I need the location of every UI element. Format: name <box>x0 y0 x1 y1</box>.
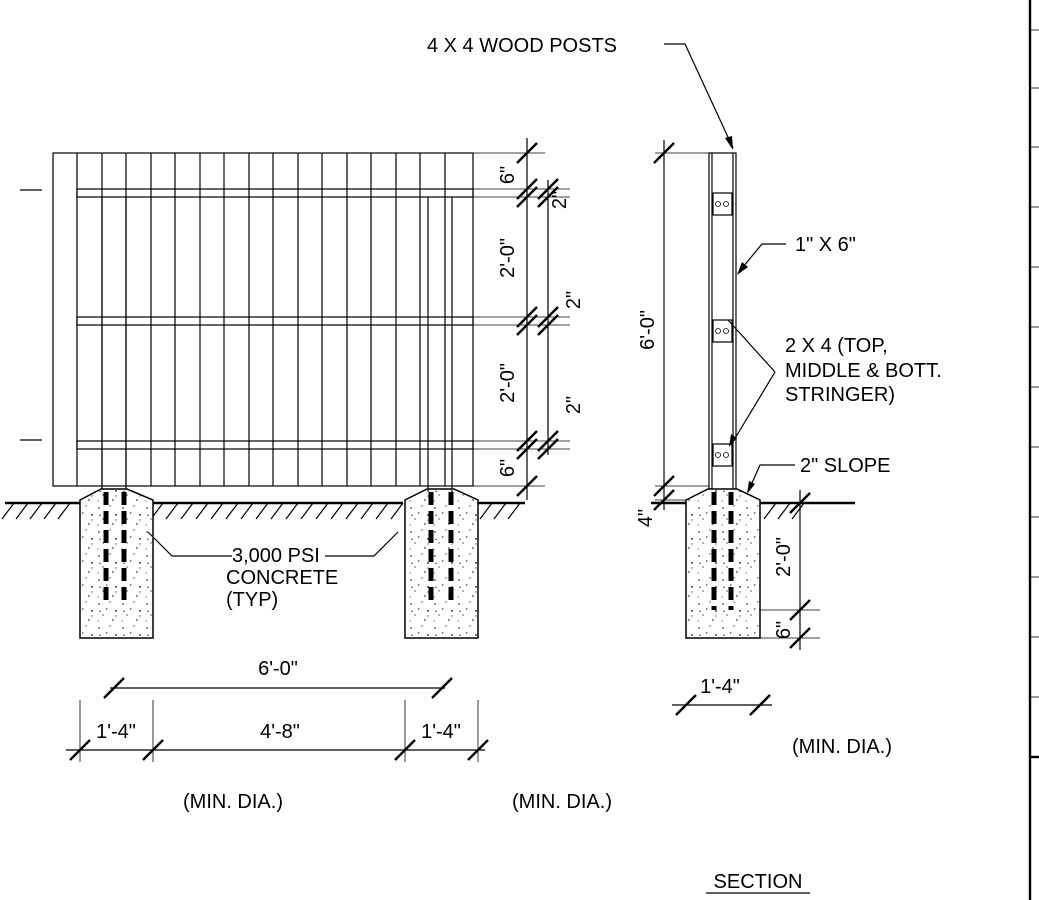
min-dia-section-label: (MIN. DIA.) <box>792 736 892 758</box>
dim-section-2ft: 2'-0" <box>773 537 795 577</box>
dim-elev-top-2in: 2" <box>563 291 585 309</box>
dim-section-height: 6'-0" <box>637 310 659 350</box>
stringer-label-line3: STRINGER) <box>785 384 895 406</box>
concrete-leaders <box>147 531 399 557</box>
stringer-leaders <box>727 319 776 447</box>
concrete-label-line2: CONCRETE <box>226 567 338 589</box>
dim-section-footing-dia: 1'-4" <box>700 676 740 698</box>
section-title: SECTION <box>714 871 803 893</box>
concrete-label-line3: (TYP) <box>226 589 278 611</box>
fence-stringers <box>76 188 474 450</box>
concrete-label-line1: 3,000 PSI <box>232 545 320 567</box>
dim-footing-right: 1'-4" <box>421 721 461 743</box>
dim-footing-left: 1'-4" <box>96 721 136 743</box>
title-block-border <box>1028 0 1039 900</box>
section-dimensions <box>653 140 820 716</box>
dim-clear-span: 4'-8" <box>260 721 300 743</box>
footing-left <box>79 488 154 639</box>
dim-elev-bottom-6in: 6" <box>497 459 519 477</box>
elevation-vertical-dimensions <box>473 138 570 500</box>
slope-leader <box>747 464 795 494</box>
stringer-label-line1: 2 X 4 (TOP, <box>785 335 888 357</box>
dim-elev-mid-2in-a: 2" <box>549 191 571 209</box>
fence-posts-hidden <box>101 197 453 490</box>
dim-elev-top-6in: 6" <box>497 166 519 184</box>
wood-posts-leader <box>664 43 734 150</box>
board-label: 1" X 6" <box>795 234 856 256</box>
dim-section-4in: 4" <box>635 509 657 527</box>
fence-boards <box>76 153 446 486</box>
slope-label: 2" SLOPE <box>800 455 890 477</box>
min-dia-right-label: (MIN. DIA.) <box>512 791 612 813</box>
dim-elev-2ft-b: 2'-0" <box>497 363 519 403</box>
wood-posts-label: 4 X 4 WOOD POSTS <box>427 35 617 57</box>
ground-line <box>1 501 525 520</box>
board-leader <box>737 243 786 275</box>
stringer-label-line2: MIDDLE & BOTT. <box>785 360 942 382</box>
section-footing <box>685 488 761 639</box>
fence-panel-outline <box>52 152 474 487</box>
elevation-horizontal-dimensions <box>66 677 489 762</box>
dim-elev-2ft-a: 2'-0" <box>497 238 519 278</box>
fence-elevation <box>20 152 474 490</box>
min-dia-left-label: (MIN. DIA.) <box>183 791 283 813</box>
dim-post-spacing: 6'-0" <box>258 658 298 680</box>
dim-elev-mid-2in-b: 2" <box>563 396 585 414</box>
dim-section-6in: 6" <box>773 621 795 639</box>
footing-right <box>404 488 479 639</box>
